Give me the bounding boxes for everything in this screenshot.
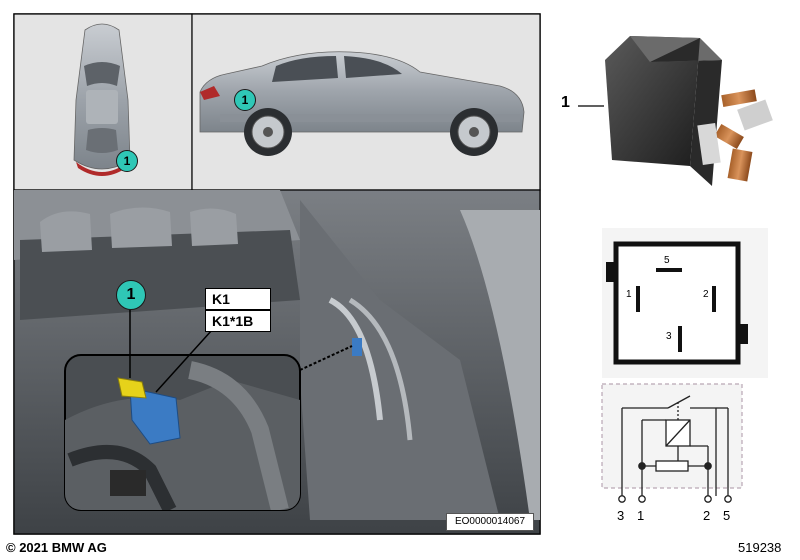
relay-name-label: K1	[205, 288, 271, 310]
callout-top-view: 1	[116, 150, 138, 172]
relay-photo	[578, 36, 773, 186]
pinout-label-5: 5	[664, 255, 670, 266]
relay-k1-installed	[117, 377, 181, 445]
circuit-terminal-1: 1	[637, 508, 645, 523]
pinout-label-1: 1	[626, 289, 632, 300]
car-side-view	[199, 51, 525, 156]
circuit-terminal-5: 5	[723, 508, 731, 523]
pin-3-blade	[678, 326, 682, 352]
top-view-panel	[13, 13, 193, 191]
callout-side-view: 1	[234, 89, 256, 111]
part-number-label: 1	[561, 94, 570, 111]
connector-name-label: K1*1B	[205, 310, 271, 332]
figure-number: 519238	[738, 540, 782, 555]
pin-5-blade	[656, 268, 682, 272]
pin-1-blade	[636, 286, 640, 312]
circuit-terminal-2: 2	[703, 508, 711, 523]
pinout-label-3: 3	[666, 331, 672, 342]
car-top-view	[73, 23, 131, 176]
relay-pinout-diagram	[602, 228, 768, 378]
reference-code: EO0000014067	[446, 513, 534, 531]
pin-2-blade	[712, 286, 716, 312]
relay-circuit-schematic	[601, 383, 743, 503]
circuit-terminal-3: 3	[617, 508, 625, 523]
pinout-label-2: 2	[703, 289, 709, 300]
detail-inset	[64, 310, 301, 511]
copyright-notice: © 2021 BMW AG	[6, 540, 107, 555]
callout-detail-view: 1	[116, 280, 146, 310]
